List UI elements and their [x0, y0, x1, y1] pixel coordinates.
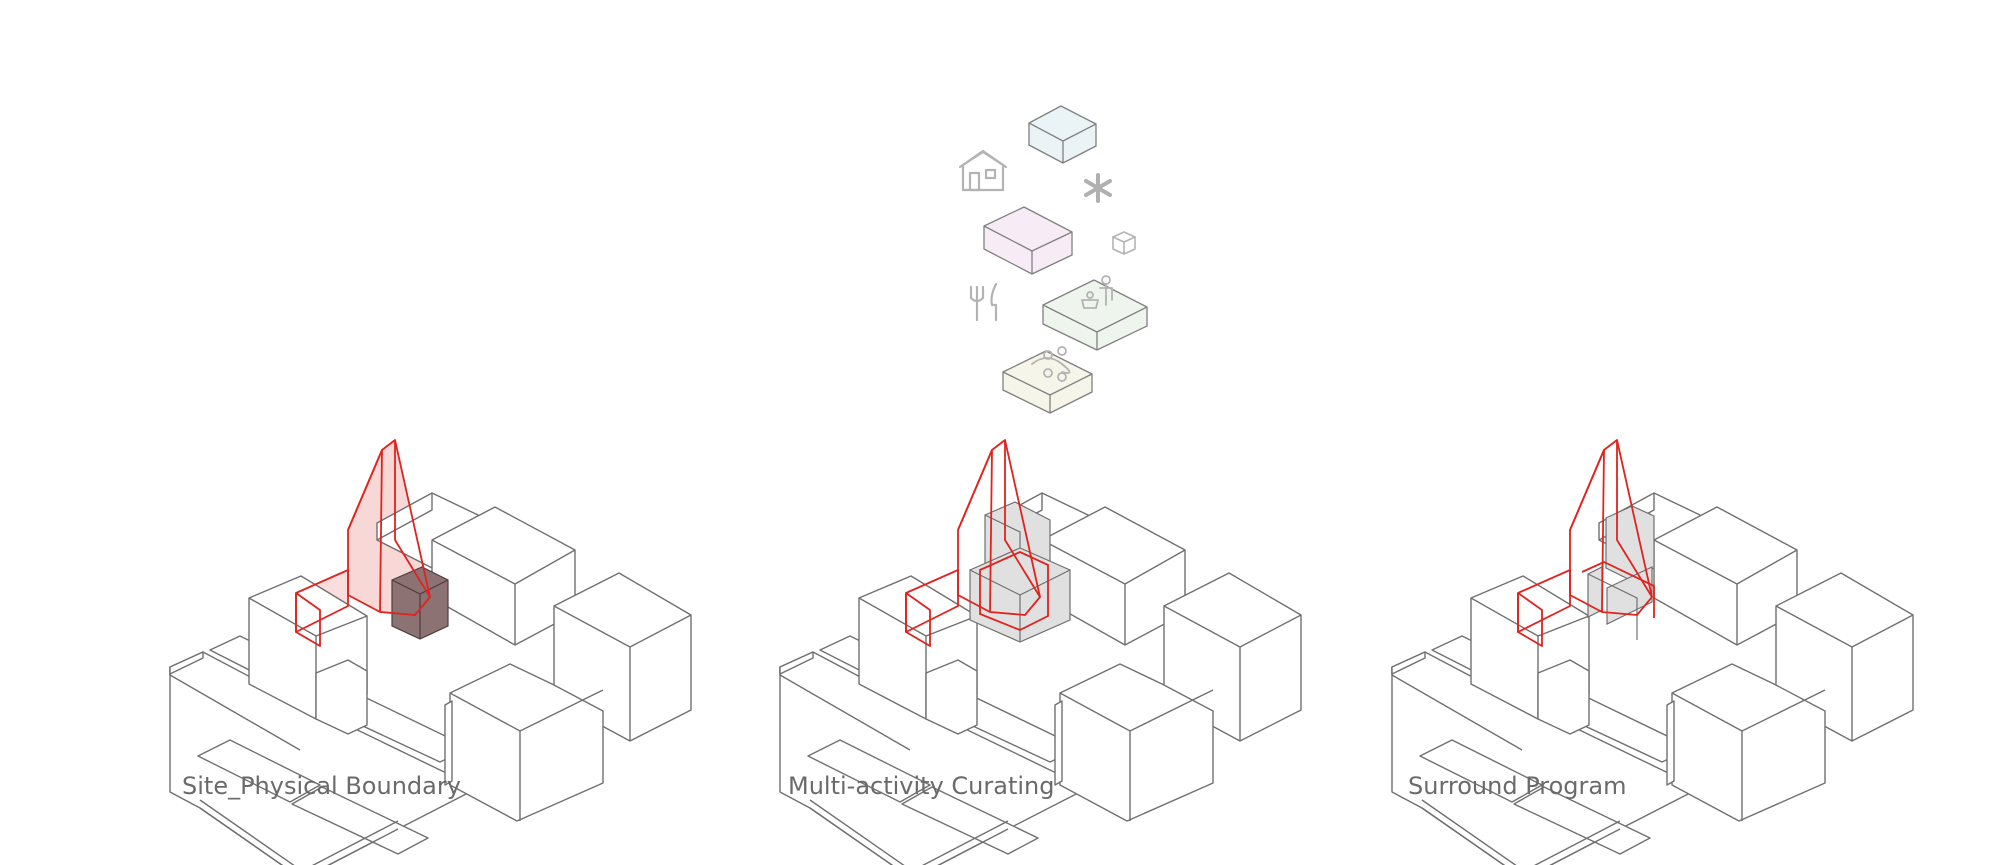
- asterisk-icon: [1084, 173, 1112, 203]
- floating-programs: [983, 105, 1148, 414]
- program-box-green: [1042, 279, 1148, 351]
- caption-surround-program: Surround Program: [1408, 772, 1627, 800]
- family-icon: [1081, 275, 1113, 309]
- cutlery-icon: [969, 282, 998, 322]
- surround-program-frames: [1587, 505, 1655, 640]
- program-box-pink: [983, 206, 1073, 275]
- panel-site-physical-boundary: [169, 439, 692, 865]
- panel-surround-program: [1391, 439, 1914, 865]
- existing-building-block: [391, 566, 449, 640]
- house-icon: [958, 149, 1008, 192]
- surround-boundary-outline: [1581, 561, 1655, 618]
- program-box-cream: [1002, 350, 1093, 414]
- activity-icons: [958, 149, 1136, 382]
- panel-multi-activity-curating: [779, 439, 1302, 865]
- caption-site-physical-boundary: Site_Physical Boundary: [182, 772, 461, 800]
- program-box-blue: [1028, 105, 1097, 164]
- abc-block-icon: [1112, 231, 1136, 255]
- boundary-outline: [979, 551, 1049, 631]
- gathering-icon: [1031, 346, 1071, 382]
- program-block: [969, 501, 1071, 643]
- caption-multi-activity-curating: Multi-activity Curating: [788, 772, 1055, 800]
